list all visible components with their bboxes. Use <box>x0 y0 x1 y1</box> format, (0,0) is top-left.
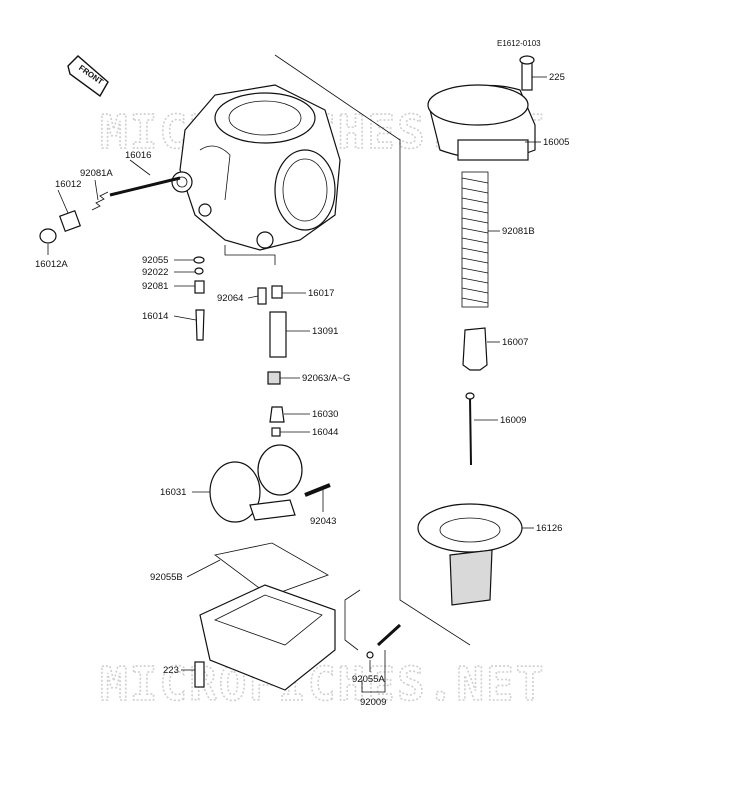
float <box>209 444 331 523</box>
label-92055: 92055 <box>142 255 168 266</box>
assembly-lines <box>224 54 471 651</box>
leader-lines <box>47 76 547 693</box>
label-16012: 16012 <box>55 179 81 190</box>
label-16044: 16044 <box>312 427 338 438</box>
label-92009: 92009 <box>360 697 386 708</box>
front-arrow-icon: FRONT <box>67 55 109 98</box>
label-92081B: 92081B <box>502 226 535 237</box>
float-bowl <box>194 584 336 691</box>
watermark-bottom: MICROFICHES.NET <box>100 657 545 711</box>
label-92055B: 92055B <box>150 572 183 583</box>
part-labels: 225 16005 92081B 16007 16009 16126 16016… <box>35 72 569 708</box>
label-16005: 16005 <box>543 137 569 148</box>
diagram-code: E1612-0103 <box>497 39 541 48</box>
label-16031: 16031 <box>160 487 186 498</box>
label-92081A: 92081A <box>80 168 113 179</box>
label-16014: 16014 <box>142 311 168 322</box>
label-92022: 92022 <box>142 267 168 278</box>
float-bowl-gasket <box>214 542 329 597</box>
label-92063-a-g: 92063/A~G <box>302 373 350 384</box>
label-16012A: 16012A <box>35 259 68 270</box>
label-92043: 92043 <box>310 516 336 527</box>
drain-plug <box>366 623 402 659</box>
label-16007: 16007 <box>502 337 528 348</box>
label-92055A: 92055A <box>352 674 385 685</box>
label-16030: 16030 <box>312 409 338 420</box>
label-16126: 16126 <box>536 523 562 534</box>
label-225: 225 <box>549 72 565 83</box>
choke-plunger <box>39 176 181 244</box>
label-16017: 16017 <box>308 288 334 299</box>
jet-needle <box>465 392 475 466</box>
needle-holder <box>462 327 488 371</box>
label-92064: 92064 <box>217 293 243 304</box>
top-cover <box>427 55 536 161</box>
jet-set <box>257 285 287 437</box>
label-16009: 16009 <box>500 415 526 426</box>
label-92081: 92081 <box>142 281 168 292</box>
label-13091: 13091 <box>312 326 338 337</box>
diaphragm-spring <box>461 171 489 308</box>
label-16016: 16016 <box>125 150 151 161</box>
carburetor-body <box>171 84 341 251</box>
vacuum-piston <box>417 503 523 606</box>
pilot-screw-set <box>193 256 205 341</box>
label-223: 223 <box>163 665 179 676</box>
